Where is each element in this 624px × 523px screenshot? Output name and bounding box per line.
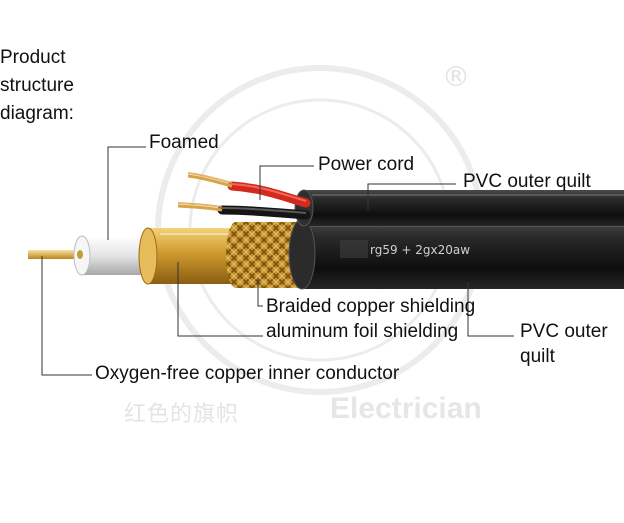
black-power-wire [177,202,311,220]
label-pvc-outer-quilt-bottom-2: quilt [520,346,555,367]
registered-mark: ® [442,60,470,93]
leader-lines [41,146,514,376]
label-power-cord: Power cord [318,154,415,175]
label-pvc-outer-quilt-bottom-1: PVC outer [520,321,608,342]
foil-shielding [138,227,238,285]
watermark-english: Electrician [330,392,482,425]
label-aluminum-foil: aluminum foil shielding [266,321,459,342]
heading-line-2: structure [0,75,74,96]
label-foamed: Foamed [149,132,219,153]
inner-conductor [28,250,80,259]
print-blur [340,240,368,258]
diagram-heading: Product structure diagram: [0,44,74,128]
red-power-wire [187,172,311,208]
watermark-chinese: 红色的旗帜 [124,402,240,427]
label-pvc-outer-quilt-top: PVC outer quilt [463,171,591,192]
heading-line-1: Product [0,47,66,68]
power-cord-sheath [294,189,624,227]
cable-print-marking: rg59 + 2gx20aw [370,243,471,257]
label-inner-conductor: Oxygen-free copper inner conductor [95,363,400,384]
label-braided-copper: Braided copper shielding [266,296,476,317]
heading-line-3: diagram: [0,103,74,124]
